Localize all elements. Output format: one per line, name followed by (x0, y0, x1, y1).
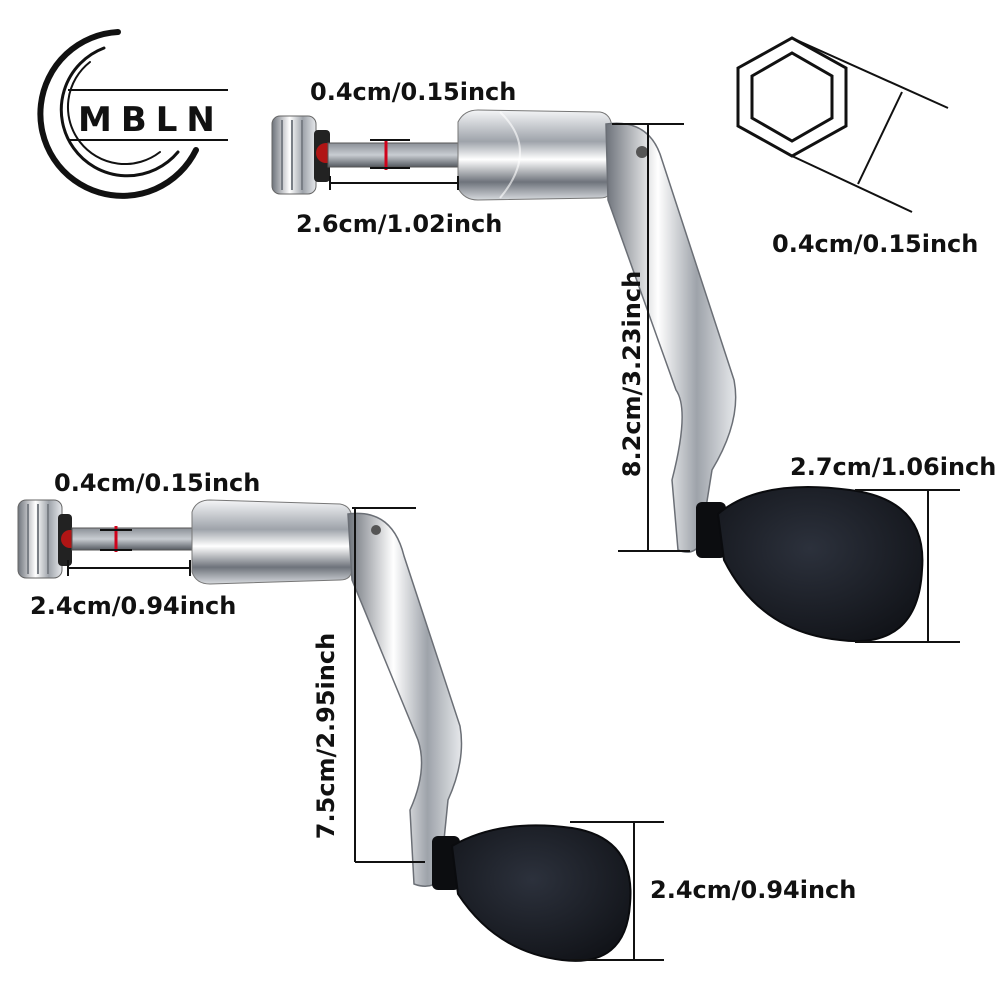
hex-shaft-small (71, 527, 193, 551)
knob-large (696, 486, 924, 643)
arm-length-label-small: 7.5cm/2.95inch (312, 632, 340, 840)
arm-length-label-large: 8.2cm/3.23inch (618, 270, 646, 478)
handle-large (271, 109, 924, 643)
hex-width-label-large: 0.4cm/0.15inch (310, 78, 517, 106)
shaft-length-label-large: 2.6cm/1.02inch (296, 210, 503, 238)
hub-large (457, 109, 613, 201)
hex-socket-diagram (736, 36, 949, 213)
hex-shaft-large (327, 142, 461, 168)
hex-diagram-label: 0.4cm/0.15inch (772, 230, 979, 258)
brand-logo (37, 29, 228, 199)
hub-small (191, 499, 353, 585)
handle-small (17, 499, 632, 962)
hex-width-label-small: 0.4cm/0.15inch (54, 469, 261, 497)
knob-small (432, 824, 632, 962)
dimension-lines (67, 123, 960, 961)
knob-height-label-small: 2.4cm/0.94inch (650, 876, 857, 904)
cap-nut-small (17, 499, 79, 579)
brand-name: MBLN (78, 100, 224, 140)
shaft-length-label-small: 2.4cm/0.94inch (30, 592, 237, 620)
cap-nut-large (271, 115, 336, 195)
crank-arm-small (347, 512, 463, 887)
knob-height-label-large: 2.7cm/1.06inch (790, 453, 997, 481)
